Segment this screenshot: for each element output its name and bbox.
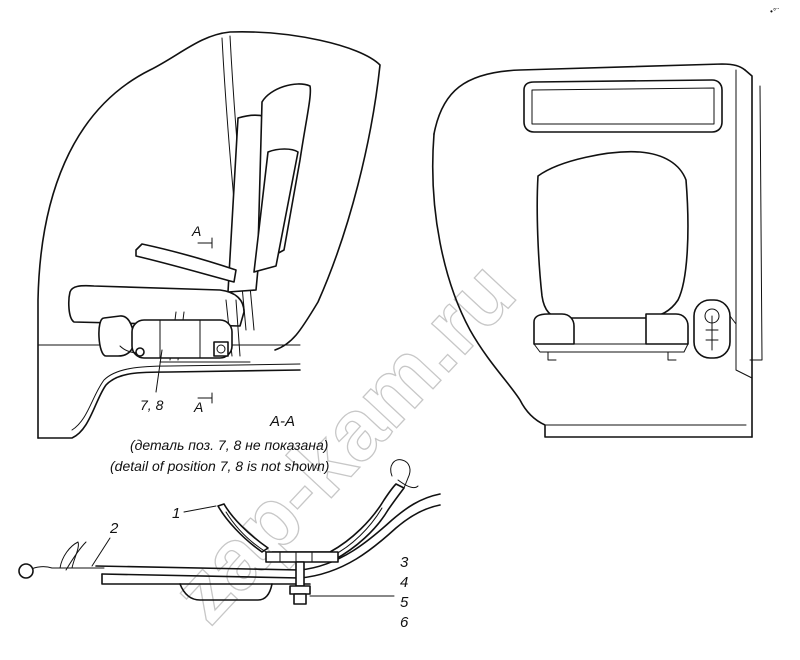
seat-side-view: A A 7, 8 — [37, 31, 381, 439]
seat-rear-backrest — [536, 150, 689, 319]
callout-2: 2 — [109, 520, 119, 537]
clamp-strap — [217, 503, 269, 553]
cab-rear-outline — [433, 63, 746, 135]
fire-extinguisher — [98, 315, 233, 359]
svg-text:A: A — [193, 399, 203, 415]
cab-wall-outline — [37, 31, 381, 439]
callout-1: 1 — [172, 505, 180, 522]
leader-line-7-8 — [155, 349, 163, 393]
seat-rear-view — [431, 63, 763, 438]
section-a-a-drawing — [18, 459, 441, 605]
seat-rear-cushion — [533, 313, 575, 345]
section-note-ru: (деталь поз. 7, 8 не показана) — [130, 437, 328, 453]
seat-armrest — [135, 243, 237, 283]
latch-handle — [18, 541, 105, 579]
callout-3: 3 — [400, 554, 409, 571]
rear-window — [523, 79, 723, 133]
callout-7-8: 7, 8 — [140, 397, 164, 413]
seat-cushion — [68, 284, 245, 327]
svg-text:A: A — [191, 223, 201, 239]
section-marker-top: A — [191, 223, 213, 249]
bolt-assembly — [289, 561, 311, 605]
section-marker-bottom: A — [193, 392, 213, 415]
section-note-en: (detail of position 7, 8 is not shown) — [110, 458, 329, 474]
callout-4: 4 — [400, 574, 408, 591]
section-title: A-A — [269, 413, 295, 430]
corner-mark: •°¨ — [770, 7, 779, 16]
fire-extinguisher-front — [693, 299, 737, 359]
cab-floor — [37, 369, 301, 439]
callout-6: 6 — [400, 614, 409, 631]
floor-panel — [95, 493, 441, 571]
callout-5: 5 — [400, 594, 409, 611]
